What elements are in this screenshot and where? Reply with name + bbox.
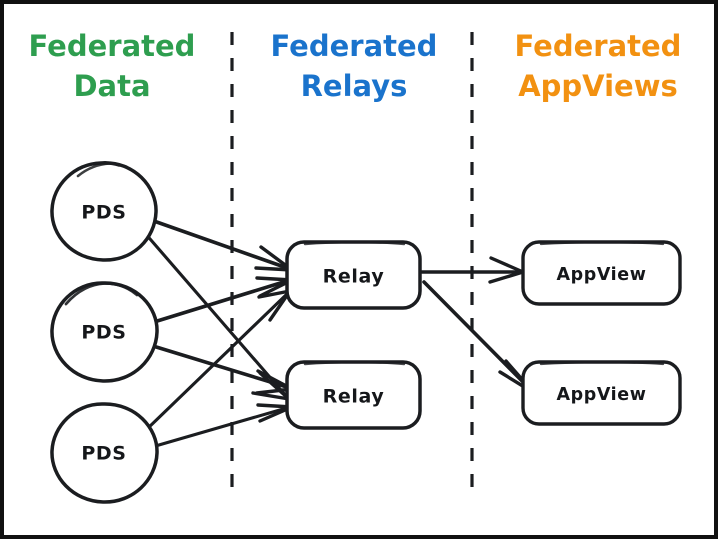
column-titles: Federated Data Federated Relays Federate…: [29, 29, 682, 103]
node-pds-2-label: PDS: [81, 322, 126, 344]
edges-relays-to-appviews: [420, 256, 536, 395]
nodes-pds: PDS PDS PDS: [50, 161, 159, 504]
node-appview-1-outline-overdraw: [539, 241, 665, 246]
node-appview-2-fill: [523, 362, 680, 424]
node-appview-1-label: AppView: [556, 265, 646, 285]
node-relay-2[interactable]: Relay: [285, 360, 422, 430]
node-relay-1-outline-overdraw: [303, 240, 406, 246]
node-relay-2-fill: [287, 362, 420, 428]
node-pds-2-fill: [52, 283, 157, 381]
node-pds-3-outline: [50, 402, 159, 504]
edge-pds2-relay2: [151, 344, 292, 390]
node-pds-3-label: PDS: [81, 443, 126, 465]
node-relay-1[interactable]: Relay: [285, 240, 422, 310]
edge-pds2-relay1: [152, 278, 292, 324]
node-appview-1[interactable]: AppView: [521, 240, 682, 306]
column-title-relays-line2: Relays: [301, 69, 408, 103]
node-relay-1-fill: [287, 242, 420, 308]
node-pds-3[interactable]: PDS: [50, 402, 159, 504]
node-pds-1-outline: [50, 161, 158, 262]
node-relay-2-outline-overdraw: [303, 360, 406, 366]
node-relay-2-label: Relay: [323, 386, 385, 408]
nodes-relays: Relay Relay: [285, 240, 422, 430]
column-title-appviews-line2: AppViews: [518, 69, 678, 103]
node-relay-1-label: Relay: [323, 266, 385, 288]
node-pds-2-outline-overdraw: [64, 282, 139, 306]
column-title-data-line1: Federated: [29, 29, 196, 63]
nodes-appviews: AppView AppView: [521, 240, 682, 426]
edge-relay1-appview1-arrowhead: [488, 256, 525, 284]
node-appview-2-label: AppView: [556, 385, 646, 405]
node-appview-1-fill: [523, 242, 680, 304]
edges-pds-to-relays: [142, 218, 294, 449]
column-title-appviews-line1: Federated: [515, 29, 682, 63]
node-appview-2-outline-overdraw: [539, 361, 665, 366]
node-pds-1-outline-overdraw: [76, 162, 112, 178]
edge-pds3-relay1: [144, 291, 290, 432]
column-title-relays-line1: Federated: [271, 29, 438, 63]
edge-pds1-relay1: [149, 218, 292, 271]
edge-relay1-appview2: [422, 280, 534, 393]
node-pds-3-fill: [52, 404, 157, 502]
federation-diagram: Federated Data Federated Relays Federate…: [29, 29, 682, 504]
edge-pds3-relay2: [150, 405, 292, 449]
edge-pds1-relay2: [142, 230, 289, 399]
node-appview-2[interactable]: AppView: [521, 360, 682, 426]
column-title-data-line2: Data: [73, 69, 150, 103]
node-pds-1[interactable]: PDS: [50, 161, 158, 262]
node-pds-1-label: PDS: [81, 202, 126, 224]
node-pds-2[interactable]: PDS: [50, 281, 159, 383]
node-pds-1-fill: [52, 163, 156, 260]
